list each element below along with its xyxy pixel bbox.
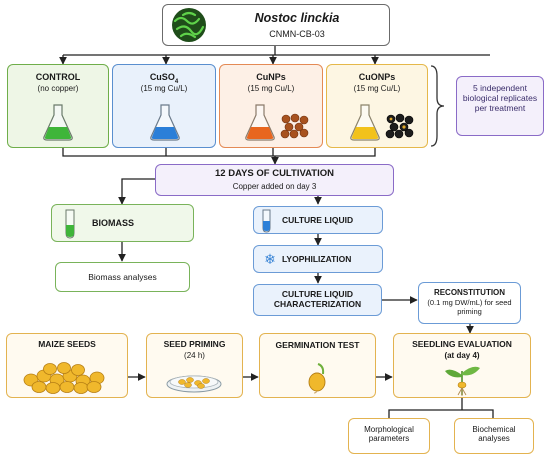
- morphological-box: Morphological parameters: [348, 418, 430, 454]
- treatment-dose: (15 mg Cu/L): [247, 84, 295, 93]
- treatment-name: CuSO4: [113, 72, 215, 86]
- maize-seeds-box: MAIZE SEEDS: [6, 333, 128, 398]
- germination-test-title: GERMINATION TEST: [275, 340, 360, 350]
- cultivation-title: 12 DAYS OF CULTIVATION: [215, 168, 334, 179]
- seed-priming-box: SEED PRIMING (24 h): [146, 333, 243, 398]
- connector-evaluation-split: [388, 398, 494, 418]
- maize-seeds-title: MAIZE SEEDS: [38, 339, 96, 349]
- treatment-cuonps: CuONPs (15 mg Cu/L): [326, 64, 428, 148]
- treatment-dose: (no copper): [37, 84, 79, 93]
- cyanobacteria-icon: [172, 8, 206, 42]
- seed-priming-title: SEED PRIMING: [163, 339, 226, 349]
- treatment-dose: (15 mg Cu/L): [353, 84, 401, 93]
- nanoparticles-icon: [280, 113, 309, 139]
- seed-priming-time: (24 h): [184, 351, 205, 360]
- treatment-name-main: CuSO: [149, 72, 175, 82]
- snowflake-icon: ❄: [264, 251, 276, 267]
- strain-code: CNMN-CB-03: [269, 29, 325, 39]
- test-tube-icon: [65, 209, 75, 239]
- nanoparticles-icon: [385, 113, 414, 139]
- treatment-name: CuONPs: [358, 72, 396, 82]
- culture-liquid-title: CULTURE LIQUID: [282, 215, 354, 225]
- biochemical-text: Biochemical analyses: [472, 425, 516, 444]
- germination-test-box: GERMINATION TEST: [259, 333, 376, 398]
- lyophilization-box: ❄ LYOPHILIZATION: [253, 245, 383, 273]
- flask-icon: [245, 104, 275, 141]
- replicates-text: 5 independent biological replicates per …: [462, 83, 538, 113]
- seedling-evaluation-title: SEEDLING EVALUATION: [412, 339, 512, 349]
- treatment-name: CuNPs: [256, 72, 286, 82]
- petri-dish-icon: [166, 375, 222, 393]
- characterization-box: CULTURE LIQUID CHARACTERIZATION: [253, 284, 382, 316]
- biomass-analyses-box: Biomass analyses: [55, 262, 190, 292]
- cultivation-box: 12 DAYS OF CULTIVATION Copper added on d…: [155, 164, 394, 196]
- test-tube-icon: [262, 209, 271, 233]
- morphological-text: Morphological parameters: [364, 425, 414, 444]
- treatment-name: CONTROL: [35, 72, 81, 82]
- lyophilization-title: LYOPHILIZATION: [282, 254, 352, 264]
- seedling-evaluation-box: SEEDLING EVALUATION (at day 4): [393, 333, 531, 398]
- replicates-brace: [430, 65, 445, 147]
- germinating-seed-icon: [308, 363, 326, 394]
- maize-seeds-icon: [23, 362, 105, 394]
- seedling-icon: [445, 366, 480, 396]
- treatment-name-sub: 4: [174, 78, 179, 85]
- treatment-cuso4: CuSO4 (15 mg Cu/L): [112, 64, 216, 148]
- flask-icon: [43, 104, 73, 141]
- organism-box: Nostoc linckia CNMN-CB-03: [162, 4, 390, 46]
- treatment-dose: (15 mg Cu/L): [140, 84, 188, 93]
- reconstitution-title: RECONSTITUTION: [433, 288, 506, 297]
- organism-name: Nostoc linckia: [254, 11, 340, 25]
- treatment-cunps: CuNPs (15 mg Cu/L): [219, 64, 323, 148]
- biomass-box: BIOMASS: [51, 204, 194, 242]
- connector-split: [118, 178, 155, 205]
- biomass-analyses-text: Biomass analyses: [88, 272, 157, 282]
- connector-merge: [62, 148, 376, 157]
- cultivation-subtitle: Copper added on day 3: [232, 182, 317, 191]
- characterization-title: CULTURE LIQUID CHARACTERIZATION: [273, 289, 362, 309]
- biochemical-box: Biochemical analyses: [454, 418, 534, 454]
- seedling-evaluation-day: (at day 4): [444, 351, 480, 360]
- reconstitution-detail: (0.1 mg DW/mL) for seed priming: [427, 298, 512, 316]
- flask-icon: [150, 104, 180, 141]
- biomass-title: BIOMASS: [92, 218, 135, 228]
- flask-icon: [350, 104, 380, 141]
- reconstitution-box: RECONSTITUTION (0.1 mg DW/mL) for seed p…: [418, 282, 521, 324]
- replicates-box: 5 independent biological replicates per …: [456, 76, 544, 136]
- treatment-control: CONTROL (no copper): [7, 64, 109, 148]
- culture-liquid-box: CULTURE LIQUID: [253, 206, 383, 234]
